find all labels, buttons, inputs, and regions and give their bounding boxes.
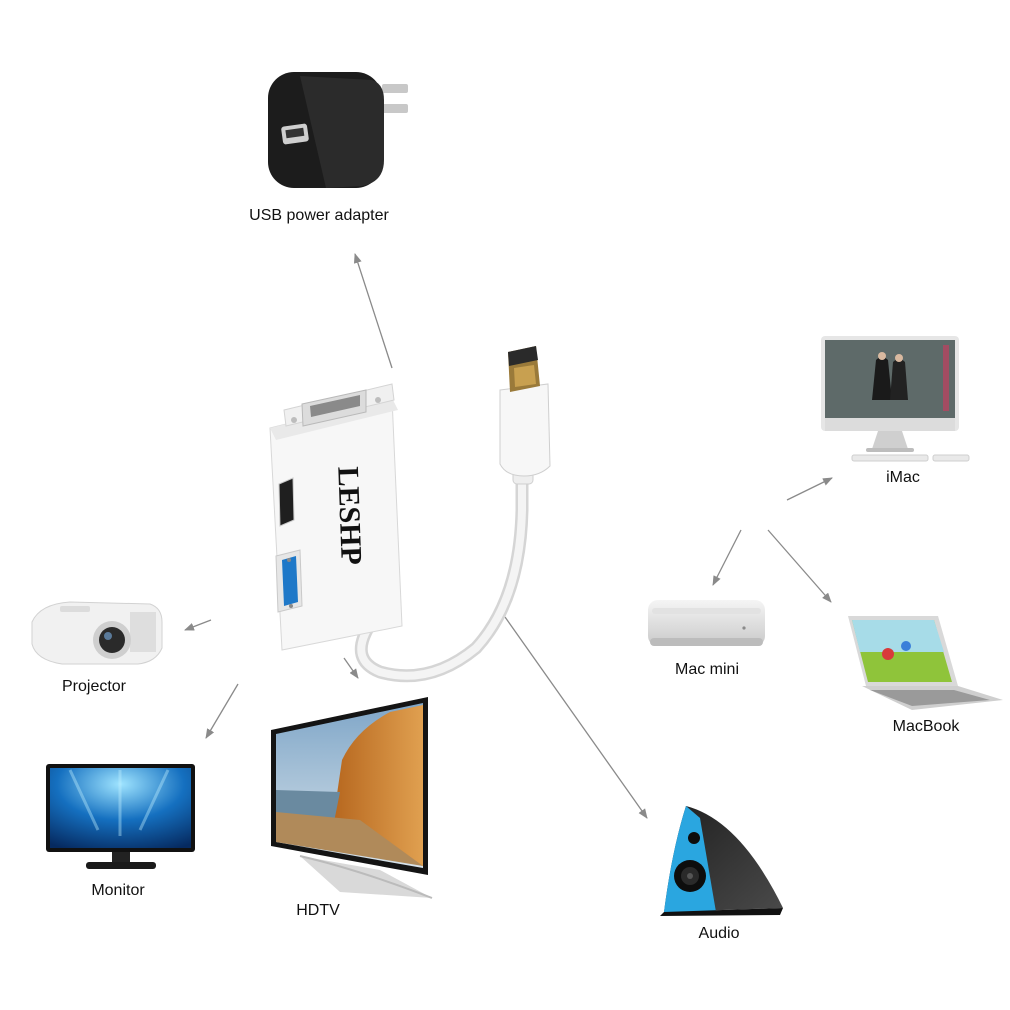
label-mac-mini: Mac mini	[674, 661, 740, 678]
arrow-to-monitor	[205, 683, 239, 739]
imac-image	[821, 336, 970, 462]
arrow-to-macbook	[767, 529, 832, 603]
hdtv-image	[271, 697, 433, 899]
displayport-plug	[499, 346, 551, 485]
adapter-brand: LESHP	[331, 466, 367, 565]
label-imac: iMac	[886, 469, 920, 486]
label-monitor: Monitor	[91, 882, 145, 899]
arrow-to-mac-mini	[712, 529, 742, 586]
audio-speaker-image	[660, 806, 783, 916]
label-hdtv: HDTV	[296, 902, 340, 919]
arrow-to-audio	[504, 616, 648, 819]
arrow-to-usb-power-adapter	[353, 253, 393, 369]
monitor-image	[46, 764, 195, 869]
label-macbook: MacBook	[892, 718, 960, 735]
arrow-to-imac	[786, 477, 833, 501]
label-projector: Projector	[61, 678, 127, 695]
mac-mini-image	[648, 600, 765, 646]
arrow-to-hdtv	[343, 657, 359, 679]
adapter-cable	[354, 459, 529, 683]
macbook-image	[848, 616, 1003, 710]
arrows	[184, 253, 833, 819]
projector-image	[31, 601, 163, 665]
usb-power-adapter-image	[268, 72, 408, 188]
label-usb-power-adapter: USB power adapter	[249, 207, 389, 224]
adapter-body: LESHP	[269, 383, 403, 651]
arrow-to-projector	[184, 619, 212, 631]
label-audio: Audio	[698, 925, 740, 942]
